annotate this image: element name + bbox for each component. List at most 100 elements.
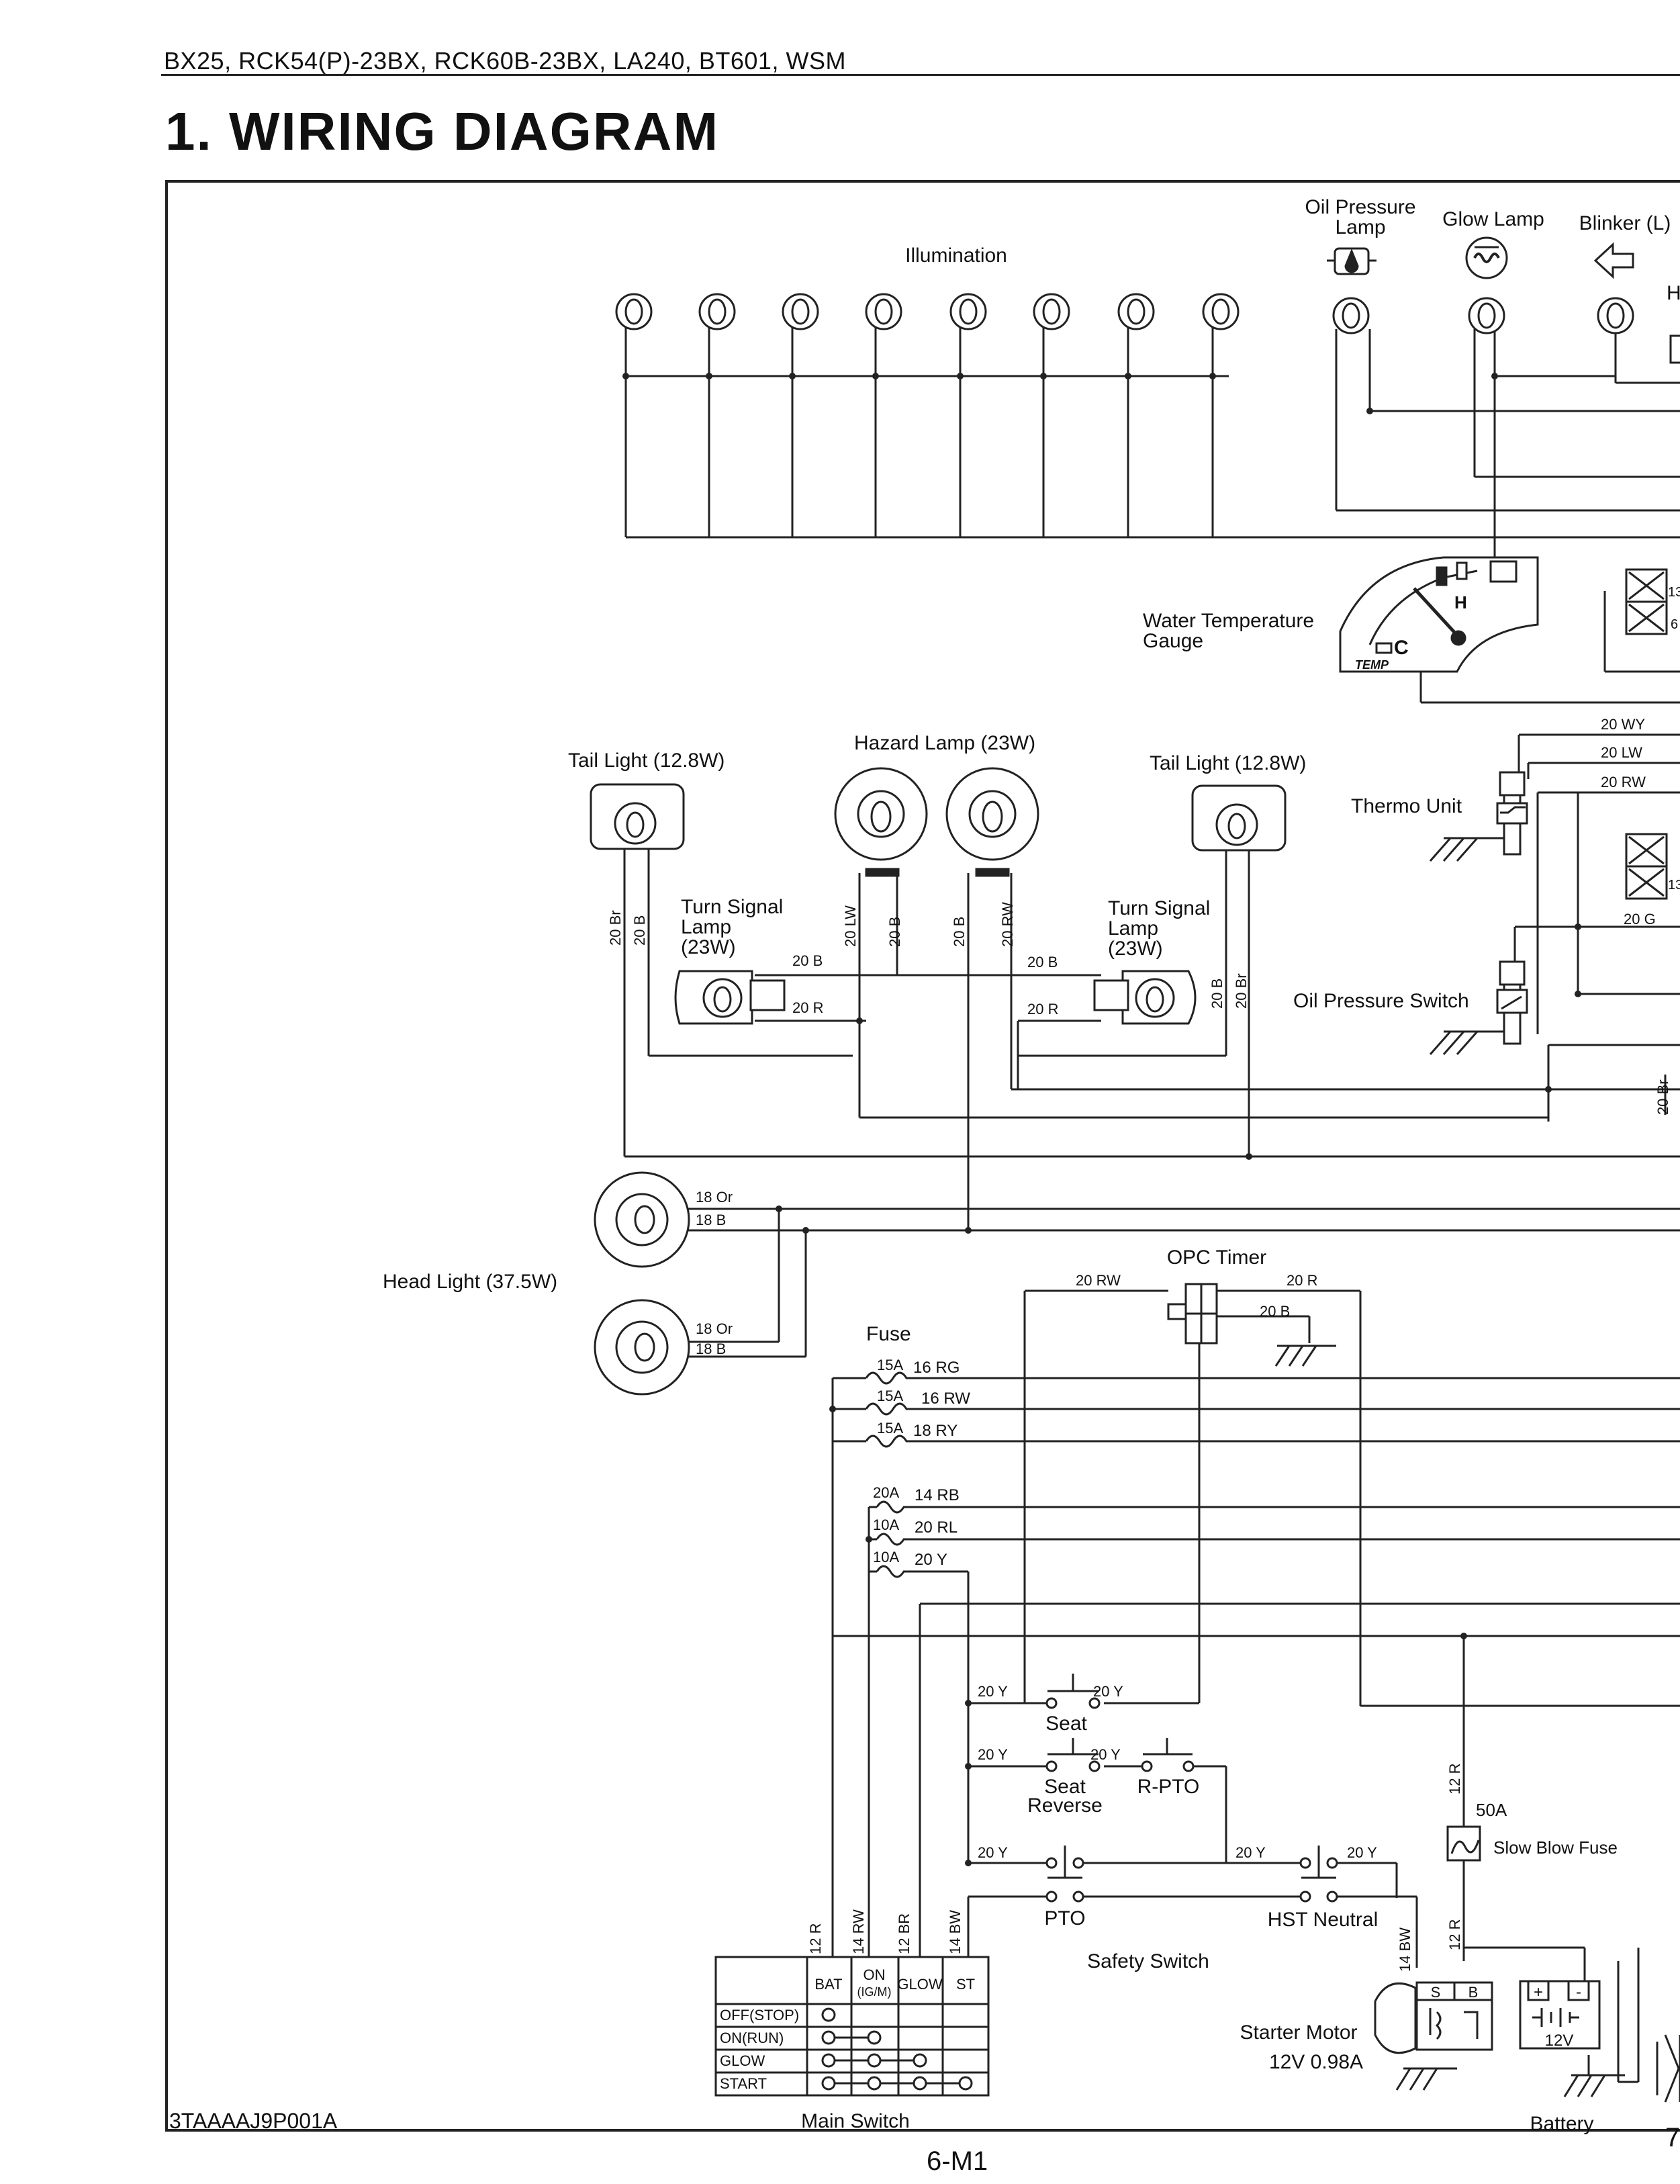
header-rule — [161, 74, 1680, 76]
wire-hl-or2: 18 Or — [696, 1320, 733, 1337]
battery-plus: + — [1534, 1983, 1543, 2001]
wire-rev-y2: 20 Y — [1090, 1746, 1121, 1763]
wire-tl-l-b: 20 B — [631, 915, 648, 946]
starter-terminal-b: B — [1468, 1984, 1479, 2001]
wire-ts-l-b: 20 B — [792, 952, 823, 969]
wire-ts-r-b: 20 B — [1027, 954, 1058, 970]
wire-hl-b1: 18 B — [696, 1212, 726, 1228]
slow-blow-fuse-symbol — [1446, 1825, 1481, 1862]
edge-number-7: 7 — [1665, 2123, 1680, 2152]
water-temp-gauge-label-2: Gauge — [1143, 630, 1203, 652]
wire-hz-rw: 20 RW — [999, 902, 1016, 947]
oil-can-icon — [1327, 247, 1376, 275]
glow-plug-icon — [1465, 236, 1508, 279]
water-temperature-gauge — [1339, 556, 1539, 673]
glow-lamp-label: Glow Lamp — [1442, 208, 1544, 230]
blinker-lamp-bulb — [1597, 297, 1634, 334]
drawing-code: 3TAAAAJ9P001A — [169, 2109, 338, 2133]
fuse-rating-6: 10A — [873, 1549, 899, 1565]
head-light-upper-symbol — [594, 1171, 690, 1268]
wire-seat-y2: 20 Y — [1093, 1683, 1123, 1700]
thermo-unit-label: Thermo Unit — [1351, 795, 1462, 817]
wire-tl-l-br: 20 Br — [607, 910, 624, 946]
wiring-lines — [623, 322, 1680, 2083]
illumination-lamp — [1117, 293, 1155, 330]
wire-ms-14rw: 14 RW — [850, 1909, 867, 1954]
turn-signal-left-label-3: (23W) — [681, 936, 736, 958]
ms-col-bat: BAT — [814, 1976, 842, 1993]
wire-pto-y: 20 Y — [978, 1844, 1008, 1861]
oil-pressure-lamp-label-1: Oil Pressure — [1305, 196, 1415, 218]
wire-hst-y1: 20 Y — [1235, 1844, 1266, 1861]
turn-signal-right-label-2: Lamp — [1108, 917, 1158, 940]
wire-ts-l-r: 20 R — [792, 999, 823, 1016]
main-switch-table — [714, 1956, 990, 2097]
ms-col-on-2: (IG/M) — [857, 1985, 892, 1999]
fuse-rating-5: 10A — [873, 1516, 899, 1533]
turn-signal-right-symbol — [1093, 970, 1197, 1025]
safety-switch-label: Safety Switch — [1087, 1950, 1209, 1972]
wire-20rw: 20 RW — [1601, 774, 1646, 790]
ms-col-on-1: ON — [864, 1966, 886, 1983]
illumination-lamp — [949, 293, 987, 330]
wire-sbf-12r: 12 R — [1446, 1764, 1463, 1794]
starter-motor-label-1: Starter Motor — [1240, 2021, 1357, 2044]
starter-motor-symbol — [1374, 1981, 1493, 2091]
tail-light-right-label: Tail Light (12.8W) — [1150, 752, 1306, 774]
wire-ms-14bw: 14 BW — [947, 1910, 964, 1954]
turn-signal-left-symbol — [674, 970, 786, 1025]
page-number: 6-M1 — [927, 2146, 988, 2176]
fuse-labels: 15A 16 RG 15A 16 RW 15A 18 RY 20A 14 RB … — [873, 1357, 970, 1569]
fuse-rating-2: 15A — [877, 1387, 903, 1404]
wire-ts-r-r: 20 R — [1027, 1001, 1058, 1017]
starter-terminal-s: S — [1431, 1984, 1441, 2001]
fuse-wire-6: 20 Y — [915, 1551, 947, 1569]
glow-lamp-bulb — [1468, 297, 1505, 334]
battery-label: Battery — [1530, 2113, 1593, 2135]
ms-row-on: ON(RUN) — [720, 2030, 784, 2046]
edge-indicator-icon — [1669, 334, 1680, 364]
wire-hz-lw: 20 LW — [842, 905, 859, 947]
turn-signal-right-label-3: (23W) — [1108, 938, 1163, 960]
wire-hl-b2: 18 B — [696, 1340, 726, 1357]
fuse-rating-3: 15A — [877, 1420, 903, 1437]
thermo-unit-symbol — [1429, 771, 1528, 862]
fuse-wire-4: 14 RB — [915, 1486, 960, 1504]
tail-light-left-label: Tail Light (12.8W) — [568, 749, 725, 772]
wire-opc-r: 20 R — [1287, 1272, 1317, 1289]
diagram-frame — [165, 180, 1680, 2132]
ms-row-glow: GLOW — [720, 2052, 765, 2069]
wire-hl-or1: 18 Or — [696, 1189, 733, 1205]
edge-number-13-lower: 13 — [1668, 878, 1680, 893]
head-light-label: Head Light (37.5W) — [383, 1271, 557, 1293]
wire-20lw: 20 LW — [1601, 744, 1642, 761]
hst-neutral-label: HST Neutral — [1268, 1909, 1379, 1931]
safety-switch-symbols — [1045, 1674, 1338, 1903]
opc-timer-label: OPC Timer — [1167, 1246, 1266, 1269]
tail-light-right-symbol — [1191, 784, 1287, 852]
wire-tl-r-br: 20 Br — [1233, 973, 1250, 1009]
seat-reverse-label-1: Seat — [1044, 1776, 1086, 1798]
header-models: BX25, RCK54(P)-23BX, RCK60B-23BX, LA240,… — [164, 47, 846, 75]
fuse-wire-1: 16 RG — [913, 1359, 960, 1377]
seat-label: Seat — [1045, 1713, 1087, 1735]
oil-pressure-switch-label: Oil Pressure Switch — [1293, 990, 1469, 1012]
oil-pressure-lamp-label-2: Lamp — [1335, 216, 1385, 238]
water-temp-gauge-label-1: Water Temperature — [1143, 610, 1314, 632]
illumination-lamp — [1033, 293, 1070, 330]
wire-st-14bw: 14 BW — [1397, 1927, 1413, 1972]
edge-letter-label: H — [1667, 282, 1680, 304]
illumination-lamp — [782, 293, 819, 330]
wire-opc-rw: 20 RW — [1076, 1272, 1121, 1289]
battery-minus: - — [1576, 1983, 1581, 2001]
fuse-symbols — [865, 1371, 913, 1578]
tail-light-left-symbol — [590, 783, 685, 850]
gauge-c-label: C — [1394, 637, 1409, 659]
pto-label: PTO — [1044, 1907, 1085, 1929]
illumination-lamp — [698, 293, 736, 330]
blinker-left-arrow-icon — [1593, 242, 1634, 279]
illumination-lamps — [615, 293, 1634, 334]
seat-reverse-label-2: Reverse — [1027, 1794, 1103, 1817]
fuse-wire-3: 18 RY — [913, 1422, 958, 1440]
